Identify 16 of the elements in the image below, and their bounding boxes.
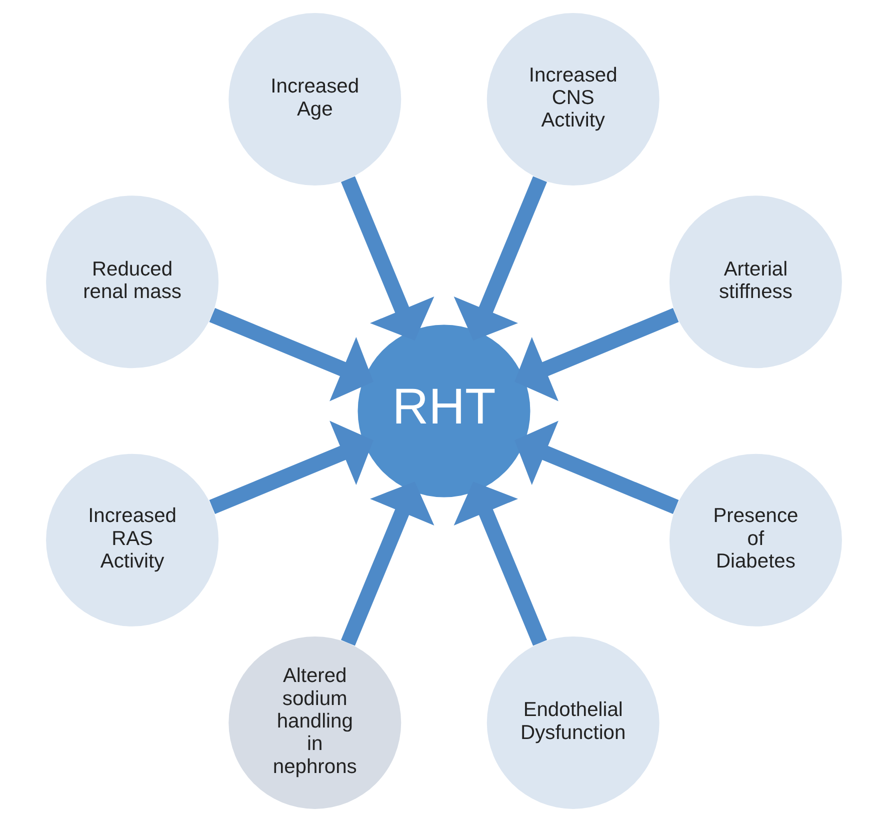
- arrow: [514, 308, 678, 402]
- arrow: [453, 482, 547, 646]
- node-circle: Altered sodium handling in nephrons: [228, 636, 401, 809]
- arrow: [453, 176, 547, 340]
- arrow: [340, 482, 434, 646]
- node-circle: RHT: [357, 324, 530, 498]
- node-circle: Presence of Diabetes: [668, 454, 842, 626]
- node-circle: Increased RAS Activity: [46, 454, 218, 626]
- node-circle: Endothelial Dysfunction: [486, 636, 659, 809]
- node-circle: Increased Age: [228, 13, 401, 186]
- node-circle: Arterial stiffness: [668, 196, 842, 368]
- node-circle: Reduced renal mass: [46, 196, 218, 368]
- arrow: [208, 420, 373, 514]
- node-circle: Increased CNS Activity: [486, 13, 659, 186]
- arrow: [340, 176, 434, 340]
- arrow: [514, 420, 678, 514]
